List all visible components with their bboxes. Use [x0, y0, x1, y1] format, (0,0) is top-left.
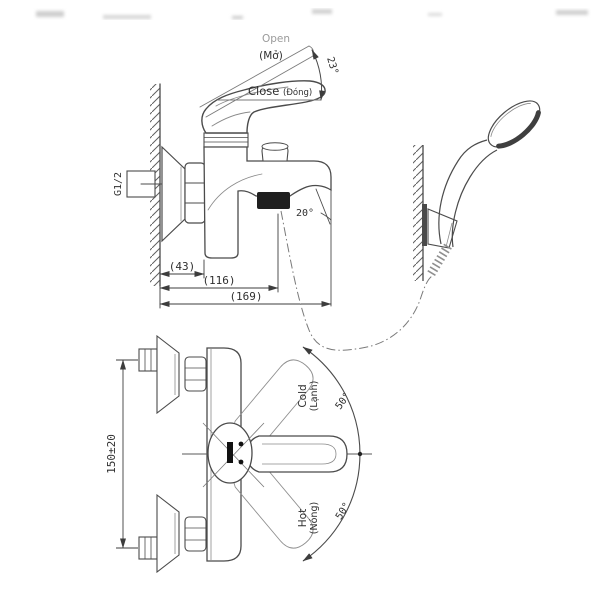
shower-hose-coil — [427, 243, 452, 277]
mount-distance-label-group: 150±20 — [105, 434, 118, 474]
pivot-dot-top — [238, 441, 244, 447]
dimension-lines — [159, 213, 332, 309]
open-angle-arc — [311, 49, 326, 101]
mount-distance-dim — [116, 359, 138, 549]
cold-label-group: Cold (Lạnh) — [297, 381, 320, 412]
open-label: Open — [262, 33, 290, 45]
dim-169-label: (169) — [229, 290, 262, 303]
pivot-mark — [227, 442, 233, 463]
cold-angle-label-group: 50° — [334, 391, 354, 412]
shower-hose-path — [280, 210, 433, 351]
hose-outlet — [257, 192, 290, 209]
swing-arc-centerpoint — [357, 451, 363, 457]
shower-handle — [438, 139, 498, 248]
close-label: Close — [248, 84, 279, 98]
open-angle-label: 23° — [324, 56, 340, 76]
dim-43-label: (43) — [169, 260, 196, 273]
handle-plan — [246, 435, 348, 473]
plan-view: 150±20 — [105, 334, 372, 574]
right-wall-hatch — [413, 145, 423, 281]
hot-sub-label: (Nóng) — [309, 502, 320, 534]
shower-head — [487, 100, 541, 149]
pivot-cross — [202, 422, 265, 488]
hot-label: Hot — [297, 509, 309, 527]
cartridge-ring — [203, 132, 249, 148]
close-sub-label: (Đóng) — [283, 87, 312, 98]
side-elevation-view: G1/2 — [113, 33, 340, 309]
cold-label: Cold — [297, 384, 309, 407]
mount-distance-label: 150±20 — [105, 434, 118, 474]
spout-angle-lines — [315, 188, 332, 307]
pivot-dot-bottom — [238, 459, 244, 465]
open-angle-label-group: 23° — [324, 56, 340, 76]
open-sub-label: (Mở) — [259, 50, 283, 62]
dim-116-label: (116) — [202, 274, 235, 287]
shower-head-face — [496, 110, 541, 149]
handle-detail2 — [211, 111, 251, 127]
handle-plan-inner — [262, 443, 337, 465]
inlet-bottom — [138, 493, 207, 574]
handle-detail — [215, 86, 289, 107]
inlet-stub — [126, 170, 166, 198]
diverter-knob — [261, 142, 289, 162]
inlet-top — [138, 334, 207, 415]
thread-label-group: G1/2 — [113, 172, 124, 196]
hand-shower — [280, 100, 541, 351]
spout-angle-label: 20° — [296, 208, 314, 219]
scan-smudges — [36, 9, 588, 19]
escutcheon — [161, 145, 186, 243]
cold-sub-label: (Lạnh) — [309, 381, 320, 412]
hex-nut — [184, 162, 206, 224]
cold-angle-label: 50° — [334, 391, 354, 412]
body-seam — [207, 173, 263, 211]
thread-label: G1/2 — [113, 172, 124, 196]
hot-label-group: Hot (Nóng) — [297, 502, 320, 534]
